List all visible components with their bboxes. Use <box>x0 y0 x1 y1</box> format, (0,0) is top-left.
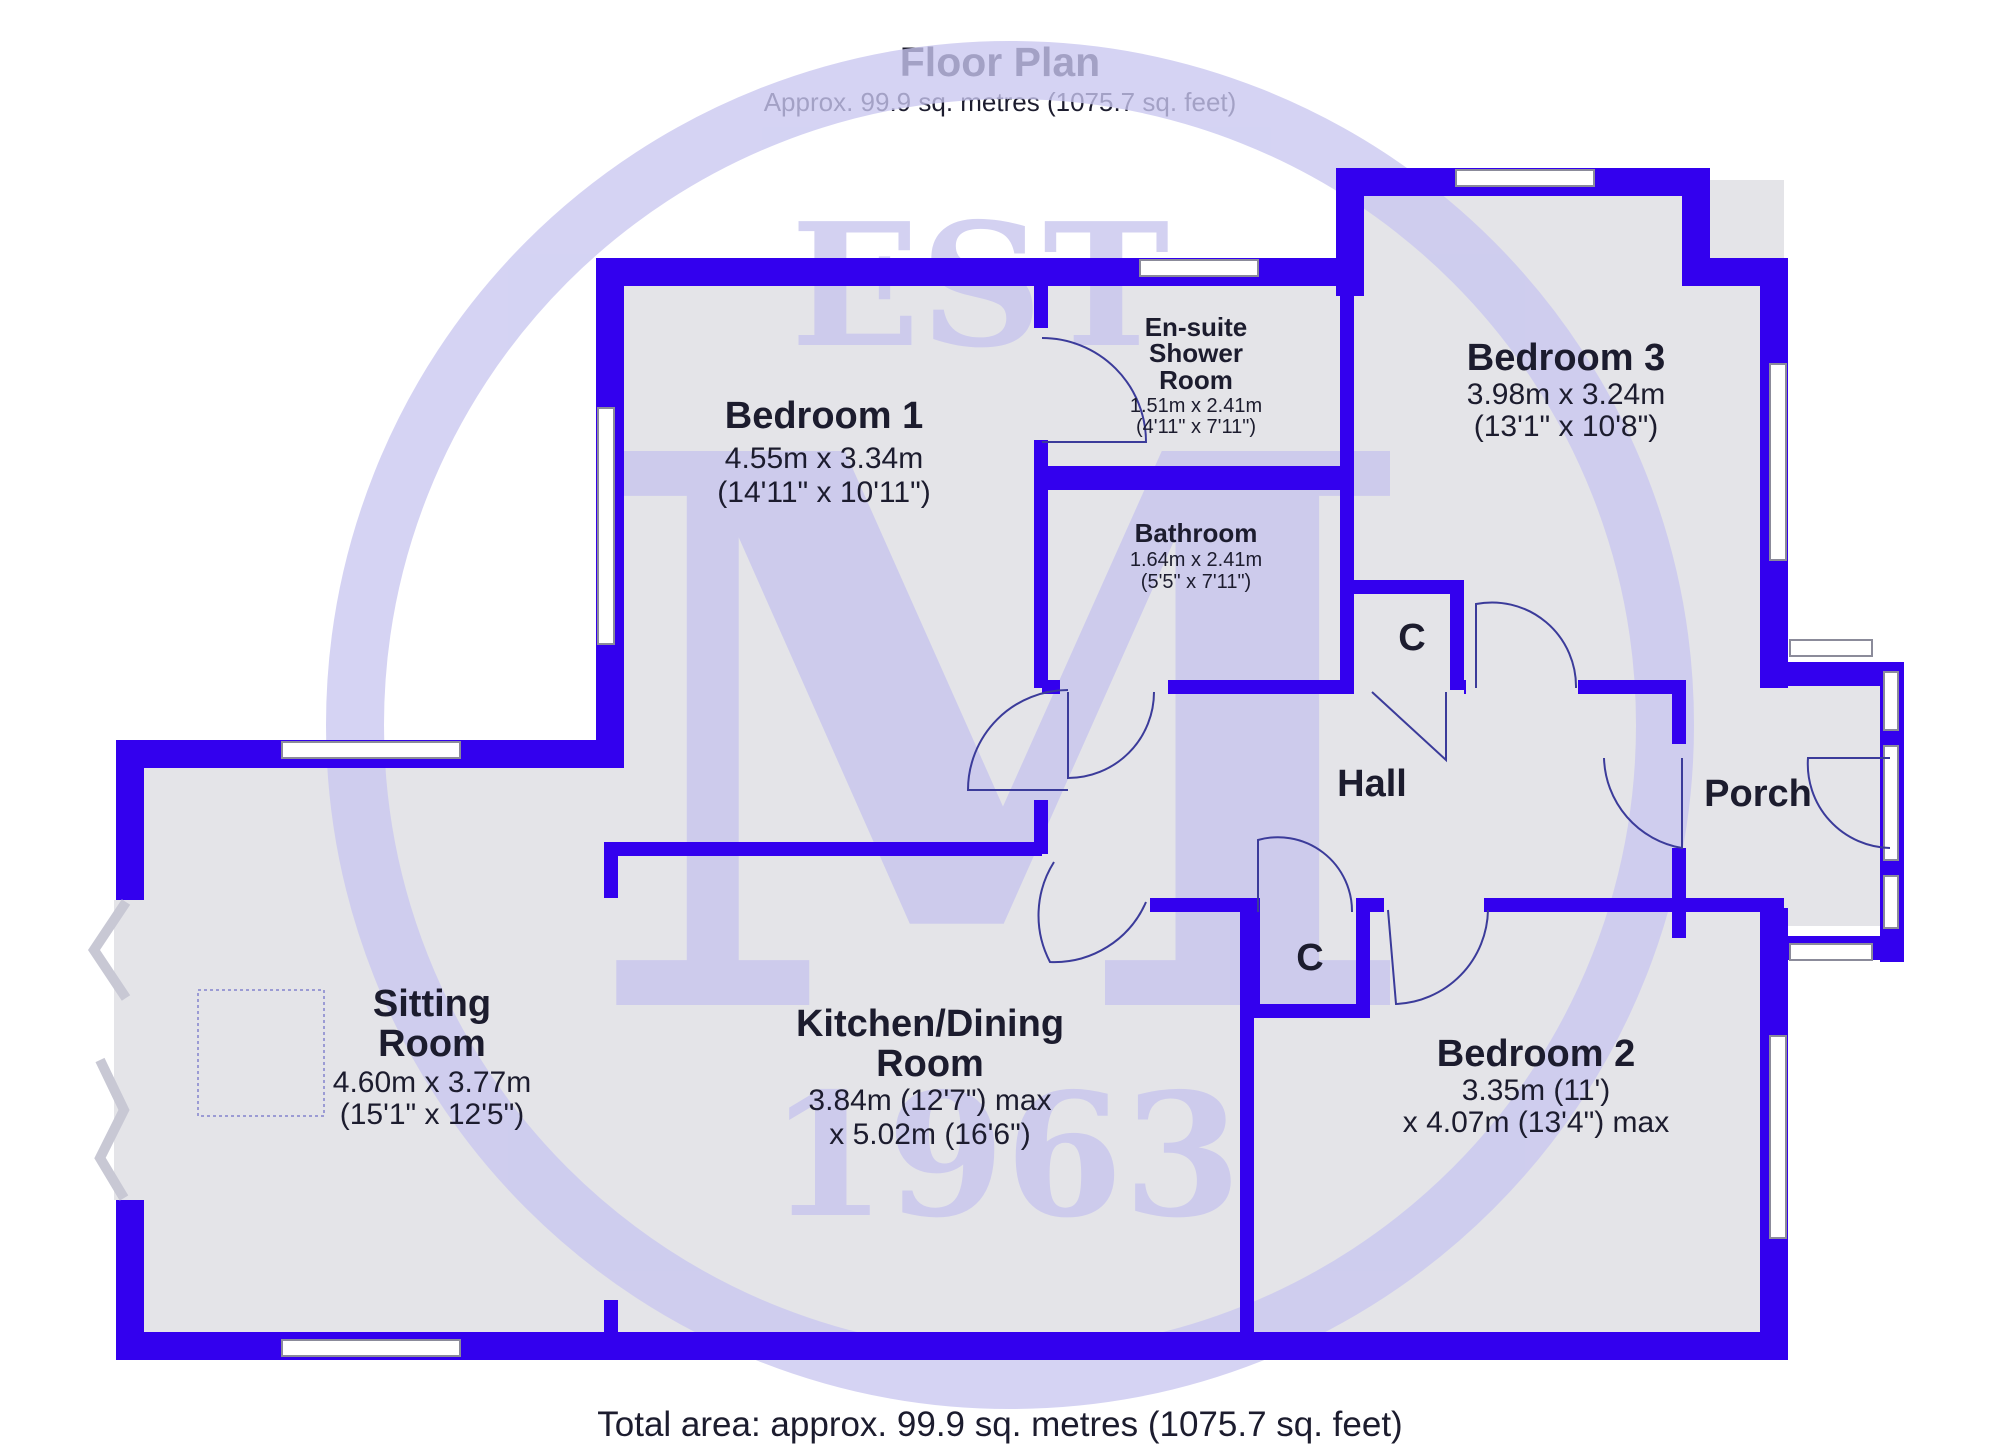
room-kitchen-dining: Kitchen/Dining Room 3.84m (12'7") max x … <box>796 1003 1064 1151</box>
wall-porch-left-lower <box>1672 848 1686 938</box>
room-dimensions-imperial: (14'11" x 10'11") <box>717 476 930 509</box>
window-bed3-top <box>1455 169 1595 187</box>
door-ensuite <box>1041 337 1148 443</box>
room-dimensions-imperial: (15'1" x 12'5") <box>340 1098 525 1131</box>
door-bed2 <box>1387 909 1489 1006</box>
windows <box>281 169 1899 1357</box>
door-swings <box>966 337 1891 1006</box>
wall-bed2-top <box>1484 898 1784 912</box>
watermark-bottom-text: 1963 <box>768 1056 1241 1256</box>
window-bed3-right <box>1769 363 1787 561</box>
room-dimensions-2: x 4.07m (13'4") max <box>1403 1106 1669 1139</box>
room-porch: Porch <box>1704 773 1812 815</box>
wall-cupboard1-left <box>1340 580 1354 690</box>
watermark-ring <box>326 41 1694 1409</box>
room-name: Bedroom 3 <box>1467 337 1665 379</box>
wall-cupboard2-bottom <box>1246 1004 1370 1018</box>
room-dimensions-metric: 4.60m x 3.77m <box>333 1066 531 1099</box>
room-cupboard-1: C <box>1398 617 1425 659</box>
room-sitting-room: Sitting Room 4.60m x 3.77m (15'1" x 12'5… <box>333 983 531 1131</box>
wall-bathroom-top <box>1042 476 1354 490</box>
room-dimensions-imperial: (5'5" x 7'11") <box>1141 571 1251 593</box>
wall-kitchen-sitting-bottom <box>604 1300 618 1344</box>
room-dimensions-2: x 5.02m (16'6") <box>829 1118 1030 1151</box>
room-dimensions-metric: 4.55m x 3.34m <box>725 442 923 475</box>
door-bed3 <box>1475 601 1578 689</box>
window-sitting-top <box>281 741 461 759</box>
door-cupboard1 <box>1371 691 1447 763</box>
room-bedroom-2: Bedroom 2 3.35m (11') x 4.07m (13'4") ma… <box>1403 1033 1669 1139</box>
room-name: Bathroom <box>1135 518 1258 548</box>
room-name-line2: Room <box>378 1023 486 1065</box>
room-bedroom-3: Bedroom 3 3.98m x 3.24m (13'1" x 10'8") <box>1467 337 1665 443</box>
wall-kitchen-top-right <box>1150 898 1254 912</box>
room-name: Bedroom 1 <box>725 395 923 437</box>
window-sitting-bottom <box>281 1339 461 1357</box>
wall-bed1-right-upper <box>1034 268 1048 328</box>
room-bedroom-1: Bedroom 1 4.55m x 3.34m (14'11" x 10'11"… <box>717 395 930 509</box>
room-dimensions-metric: 1.51m x 2.41m <box>1130 395 1262 417</box>
door-kitchen <box>1037 861 1147 964</box>
floor-bathroom <box>1042 478 1354 688</box>
room-dimensions-metric: 1.64m x 2.41m <box>1130 549 1262 571</box>
door-bathroom <box>1067 691 1155 780</box>
room-bathroom: Bathroom 1.64m x 2.41m (5'5" x 7'11") <box>1130 518 1262 593</box>
bifold-door-upper <box>87 899 131 1001</box>
door-bed1 <box>966 689 1069 791</box>
wall-kitchen-sitting-top <box>604 842 618 898</box>
floor-hall <box>1042 688 1682 918</box>
bifold-door-lower <box>94 1057 130 1201</box>
bifold-doors <box>87 899 146 1201</box>
window-bed1-left <box>597 407 615 645</box>
wall-cupboard1-top <box>1340 580 1464 594</box>
wall-cupboard2-left <box>1246 898 1260 1016</box>
window-porch-right-2 <box>1883 745 1899 861</box>
window-porch-right-1 <box>1883 671 1899 731</box>
room-name-line3: Room <box>1159 365 1233 395</box>
floors <box>116 180 1900 1342</box>
room-dimensions-imperial: (13'1" x 10'8") <box>1474 410 1659 443</box>
room-dimensions-metric: 3.98m x 3.24m <box>1467 378 1665 411</box>
watermark-letter: M <box>584 292 1425 1185</box>
room-name-line1: Sitting <box>373 983 491 1025</box>
wall-bed2-top-left <box>1370 898 1384 912</box>
room-name-line2: Shower <box>1149 338 1243 368</box>
room-hall: Hall <box>1337 763 1407 805</box>
wall-bath-bottom-right <box>1168 680 1354 694</box>
room-dimensions-imperial: (4'11" x 7'11") <box>1136 416 1256 438</box>
room-name: Bedroom 2 <box>1437 1033 1635 1075</box>
door-porch-inner <box>1603 757 1683 850</box>
room-ensuite: En-suite Shower Room 1.51m x 2.41m (4'11… <box>1130 312 1262 438</box>
window-ensuite-top <box>1139 259 1259 277</box>
wall-bed1-right-lower <box>1034 800 1048 854</box>
skylight-outline <box>197 989 325 1117</box>
room-name-line1: Kitchen/Dining <box>796 1003 1064 1045</box>
wall-cupboard1-right <box>1450 580 1464 690</box>
floor-bedroom-1 <box>604 268 1042 854</box>
wall-porch-left-upper <box>1672 680 1686 744</box>
wall-porch-top <box>1770 662 1900 686</box>
room-name-line2: Room <box>876 1043 984 1085</box>
room-name-line1: En-suite <box>1145 312 1248 342</box>
floor-porch <box>1682 664 1900 926</box>
floor-kitchen <box>604 854 1254 1342</box>
room-cupboard-2: C <box>1296 937 1323 979</box>
door-porch-outer <box>1806 757 1891 849</box>
room-dimensions-1: 3.84m (12'7") max <box>808 1084 1051 1117</box>
wall-hall-top-mid <box>1464 680 1466 694</box>
total-area: Total area: approx. 99.9 sq. metres (107… <box>597 1405 1402 1444</box>
window-porch-top <box>1789 639 1873 657</box>
room-dimensions-1: 3.35m (11') <box>1462 1074 1611 1107</box>
window-porch-right-3 <box>1883 875 1899 929</box>
bifold-opening <box>114 900 146 1200</box>
window-bed2-right <box>1769 1035 1787 1239</box>
door-cupboard2 <box>1257 836 1354 913</box>
window-porch-bottom <box>1789 943 1873 961</box>
wall-bed1-right-mid <box>1034 440 1048 688</box>
wall-bed1-bottom <box>612 842 1042 856</box>
wall-cupboard2-right <box>1356 898 1370 1018</box>
wall-hall-top-right <box>1578 680 1684 694</box>
